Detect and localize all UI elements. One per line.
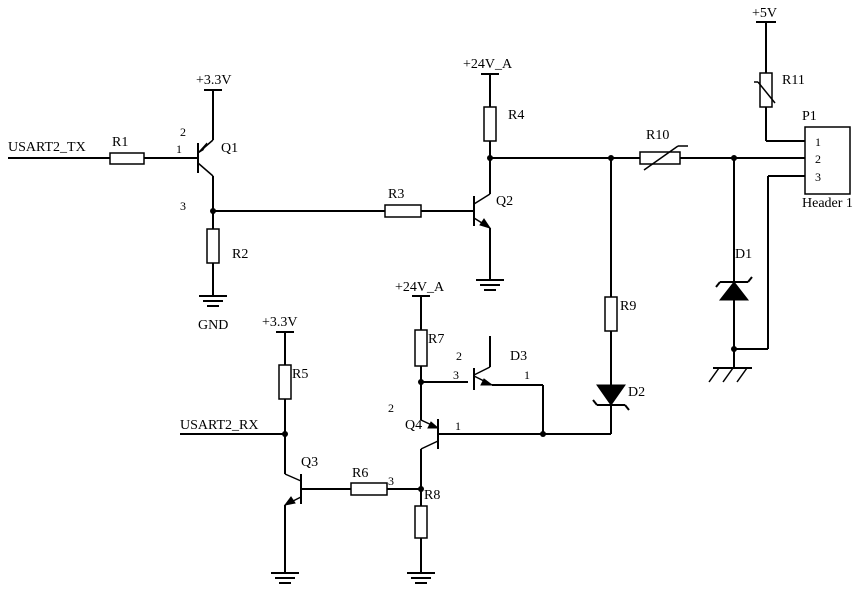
resistor-r1 xyxy=(110,153,144,164)
r6-label: R6 xyxy=(352,466,368,481)
r8-label: R8 xyxy=(424,488,440,503)
component-d3 xyxy=(474,336,543,390)
plus-24v-r4-label: +24V_A xyxy=(463,57,513,72)
d1-label: D1 xyxy=(735,247,752,262)
resistor-r9 xyxy=(605,297,617,331)
resistor-r2 xyxy=(207,229,219,263)
q1-label: Q1 xyxy=(221,141,238,156)
q4-label: Q4 xyxy=(405,418,422,433)
usart2-rx-label: USART2_RX xyxy=(180,418,259,433)
transistor-q4 xyxy=(421,419,438,449)
d3-pin-3: 3 xyxy=(453,368,459,382)
usart2-tx-label: USART2_TX xyxy=(8,140,86,155)
gnd-label: GND xyxy=(198,318,228,333)
d1-zener-hook-left xyxy=(716,282,720,287)
d2-zener-hook-left xyxy=(593,400,597,405)
ground-symbol-q3 xyxy=(271,573,299,583)
transistor-q3 xyxy=(285,474,301,505)
d3-label: D3 xyxy=(510,349,527,364)
resistor-r5 xyxy=(279,365,291,399)
d3-pin-1: 1 xyxy=(524,368,530,382)
q1-pin-1: 1 xyxy=(176,142,182,156)
protection-stage: D1 xyxy=(709,158,805,382)
ground-symbol-q2 xyxy=(476,280,504,290)
q2-emitter-arrow xyxy=(480,219,490,228)
r10-label: R10 xyxy=(646,128,669,143)
output-stage: Q2 R4 +24V_A R10 R9 xyxy=(463,57,805,434)
resistor-r4 xyxy=(484,107,496,141)
q1-emitter-arrow xyxy=(198,143,207,153)
resistor-r6 xyxy=(351,483,387,495)
q3-collector xyxy=(285,474,301,481)
d2-label: D2 xyxy=(628,385,645,400)
plus-5v-label: +5V xyxy=(752,6,777,21)
plus-3v3-q1-label: +3.3V xyxy=(196,73,232,88)
ground-symbol-r8 xyxy=(407,573,435,583)
ground-symbol-gnd xyxy=(199,296,227,306)
p1-pin-2: 2 xyxy=(815,152,821,166)
d1-triangle xyxy=(720,282,748,300)
q3-emitter-arrow xyxy=(285,497,295,505)
transistor-q2 xyxy=(474,194,490,228)
q4-collector xyxy=(421,441,438,449)
header-1-label: Header 1 xyxy=(802,196,853,211)
p1-pin-1: 1 xyxy=(815,135,821,149)
r11-label: R11 xyxy=(782,73,805,88)
r5-label: R5 xyxy=(292,367,308,382)
d3-pin-2: 2 xyxy=(456,349,462,363)
r9-label: R9 xyxy=(620,299,636,314)
d2-zener-hook-right xyxy=(625,405,629,410)
plus-24v-r7-label: +24V_A xyxy=(395,280,445,295)
transistor-q1 xyxy=(198,140,213,176)
r4-label: R4 xyxy=(508,108,524,123)
q2-collector xyxy=(474,194,490,204)
r2-label: R2 xyxy=(232,247,248,262)
d2-triangle xyxy=(597,385,625,405)
resistor-r3 xyxy=(385,205,421,217)
resistor-r8 xyxy=(415,506,427,538)
resistor-r11 xyxy=(760,73,772,107)
d3-leg-2 xyxy=(474,367,490,375)
rx-stage: USART2_RX +3.3V R5 Q3 R6 3 +24V_A xyxy=(180,280,611,583)
r7-label: R7 xyxy=(428,332,444,347)
q1-pin-2: 2 xyxy=(180,125,186,139)
q4-emitter-arrow xyxy=(428,422,438,428)
q4-pin-1: 1 xyxy=(455,419,461,433)
resistor-r7 xyxy=(415,330,427,366)
r1-label: R1 xyxy=(112,135,128,150)
q1-pin-3: 3 xyxy=(180,199,186,213)
d1-zener-hook-right xyxy=(748,277,752,282)
q2-label: Q2 xyxy=(496,194,513,209)
r3-label: R3 xyxy=(388,187,404,202)
q4-pin-2: 2 xyxy=(388,401,394,415)
p1-pin-3: 3 xyxy=(815,170,821,184)
q1-collector xyxy=(198,163,213,176)
header-p1 xyxy=(805,127,850,194)
chassis-ground-symbol xyxy=(709,368,752,382)
q3-label: Q3 xyxy=(301,455,318,470)
q4-pin-3: 3 xyxy=(388,474,394,488)
plus-3v3-r5-label: +3.3V xyxy=(262,315,298,330)
p1-label: P1 xyxy=(802,109,817,124)
